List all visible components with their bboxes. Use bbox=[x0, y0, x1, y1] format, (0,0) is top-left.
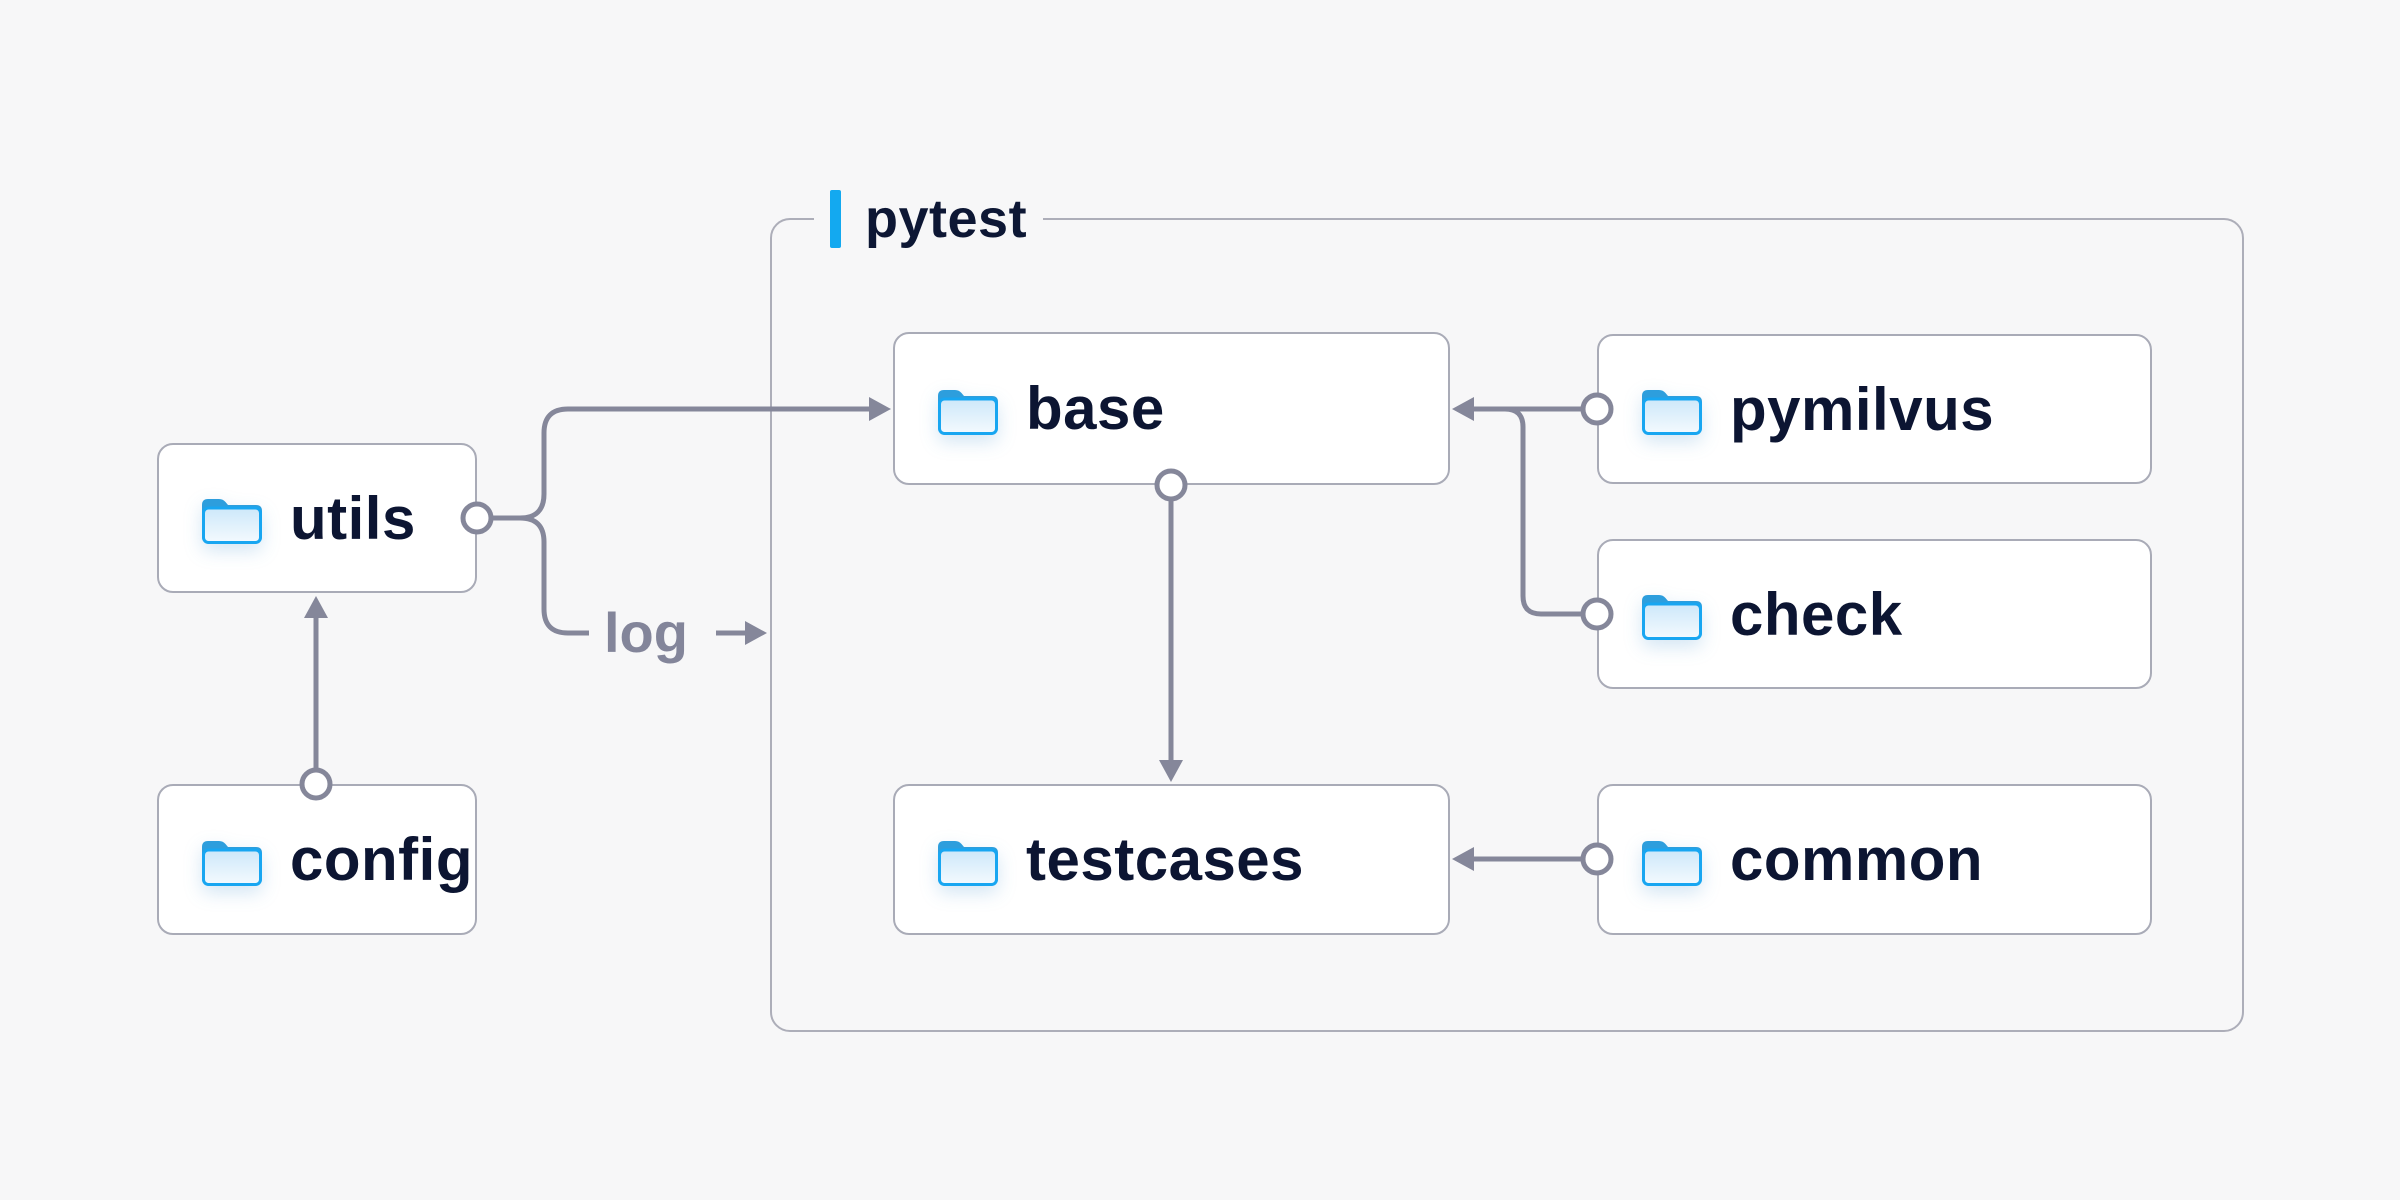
node-check: check bbox=[1597, 539, 2152, 689]
node-label: base bbox=[1026, 375, 1165, 442]
node-pymilvus: pymilvus bbox=[1597, 334, 2152, 484]
node-config: config bbox=[157, 784, 477, 935]
node-label: testcases bbox=[1026, 826, 1305, 893]
node-label: pymilvus bbox=[1730, 375, 1995, 443]
node-base: base bbox=[893, 332, 1450, 485]
node-testcases: testcases bbox=[893, 784, 1450, 935]
folder-icon bbox=[935, 383, 1001, 435]
node-label: common bbox=[1730, 826, 1984, 893]
folder-icon bbox=[1639, 383, 1705, 435]
edge-config-utils-arrowhead bbox=[304, 596, 328, 618]
folder-icon bbox=[199, 834, 265, 886]
edge-log-arrowhead bbox=[745, 621, 767, 645]
node-utils: utils bbox=[157, 443, 477, 593]
node-common: common bbox=[1597, 784, 2152, 935]
node-label: config bbox=[290, 826, 473, 893]
edge-label-log: log bbox=[604, 601, 688, 664]
pytest-container-label: pytest bbox=[814, 187, 1044, 251]
node-label: utils bbox=[290, 484, 416, 552]
folder-icon bbox=[1639, 588, 1705, 640]
folder-icon bbox=[199, 492, 265, 544]
accent-bar-icon bbox=[830, 190, 841, 248]
pytest-container: pytest bbox=[770, 187, 2244, 1032]
folder-icon bbox=[1639, 834, 1705, 886]
container-title: pytest bbox=[865, 189, 1028, 249]
folder-icon bbox=[935, 834, 1001, 886]
edge-utils-log-line bbox=[492, 515, 589, 636]
node-label: check bbox=[1730, 580, 1903, 648]
